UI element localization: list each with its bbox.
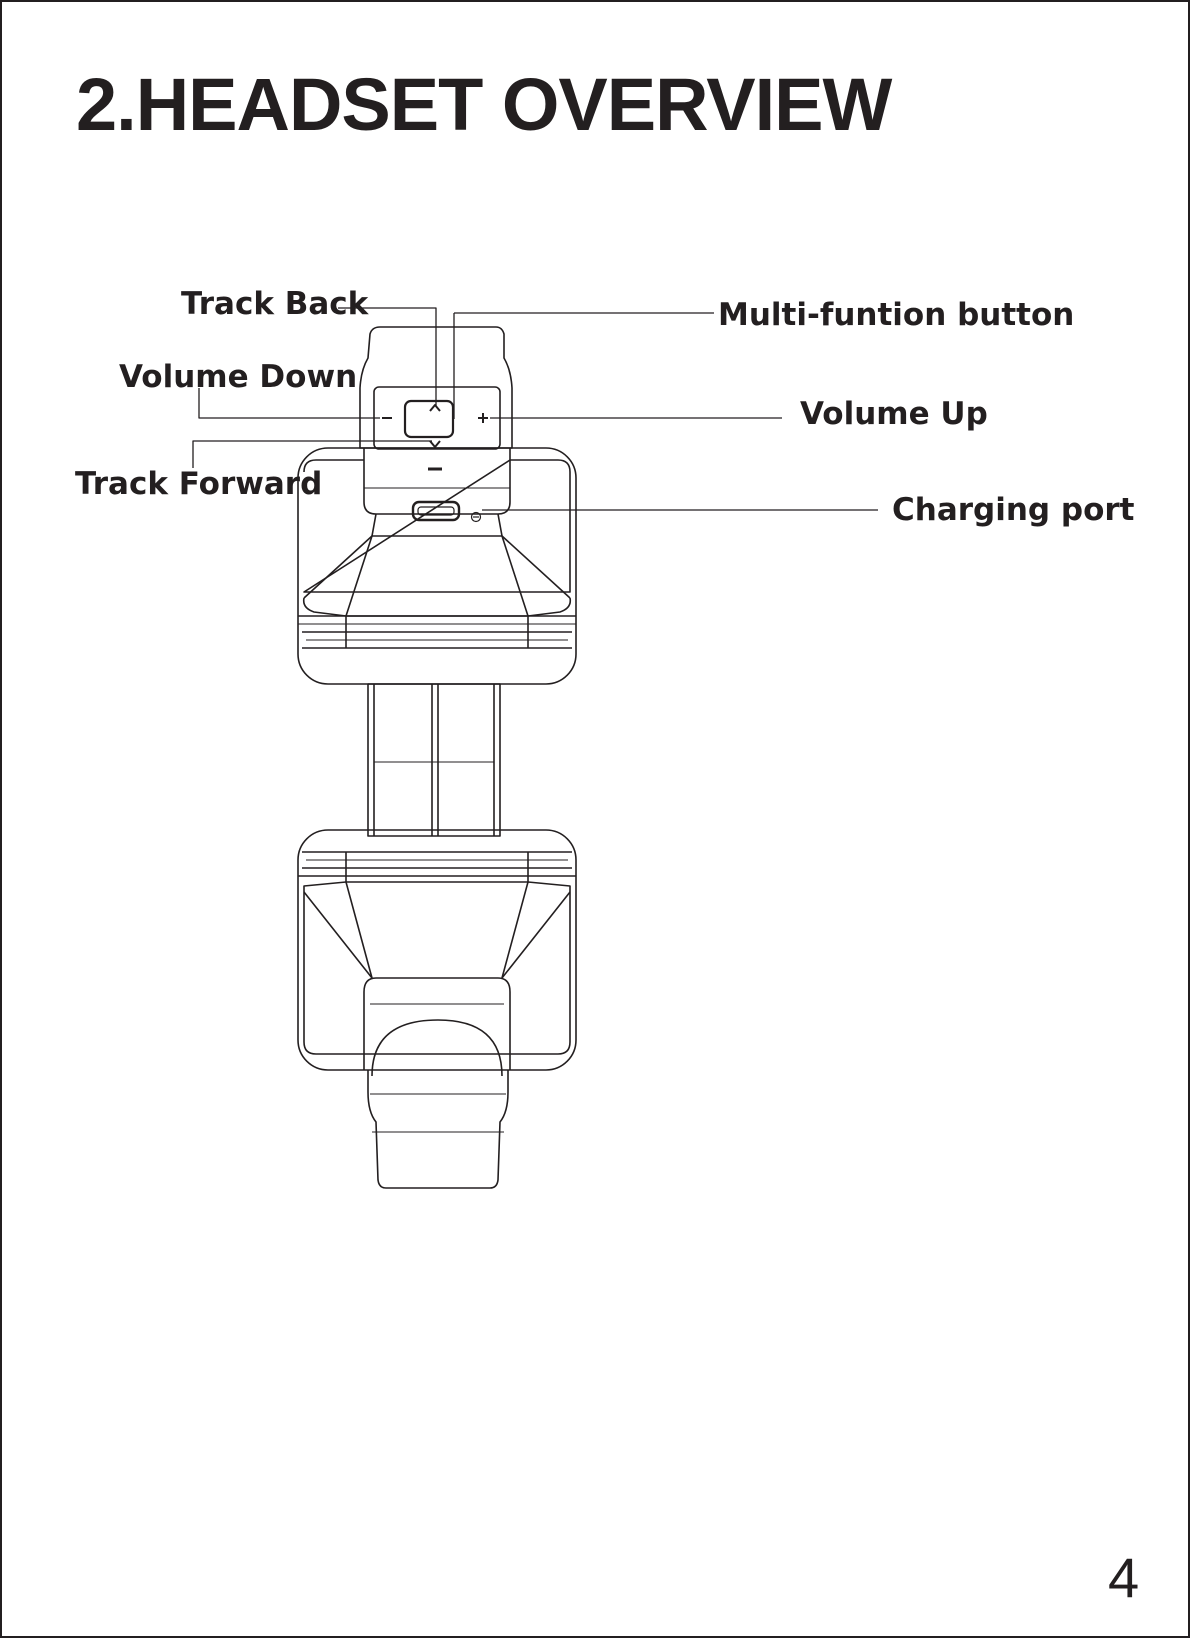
label-volume-up: Volume Up [800,396,988,432]
multi-function-button[interactable] [405,401,453,437]
label-charging-port: Charging port [892,492,1135,528]
leader-multi-function [454,313,714,419]
page-number: 4 [1108,1550,1139,1606]
label-track-forward: Track Forward [75,466,322,502]
connector-stem [368,684,500,836]
label-volume-down: Volume Down [119,359,357,395]
leader-track-forward [193,441,432,468]
label-multi-function: Multi-funtion button [718,297,1074,333]
track-back-icon[interactable] [430,405,440,411]
track-forward-icon[interactable] [430,441,440,447]
volume-up-icon[interactable] [478,413,488,423]
bottom-ear-cup [298,830,576,1188]
label-track-back: Track Back [181,286,370,322]
